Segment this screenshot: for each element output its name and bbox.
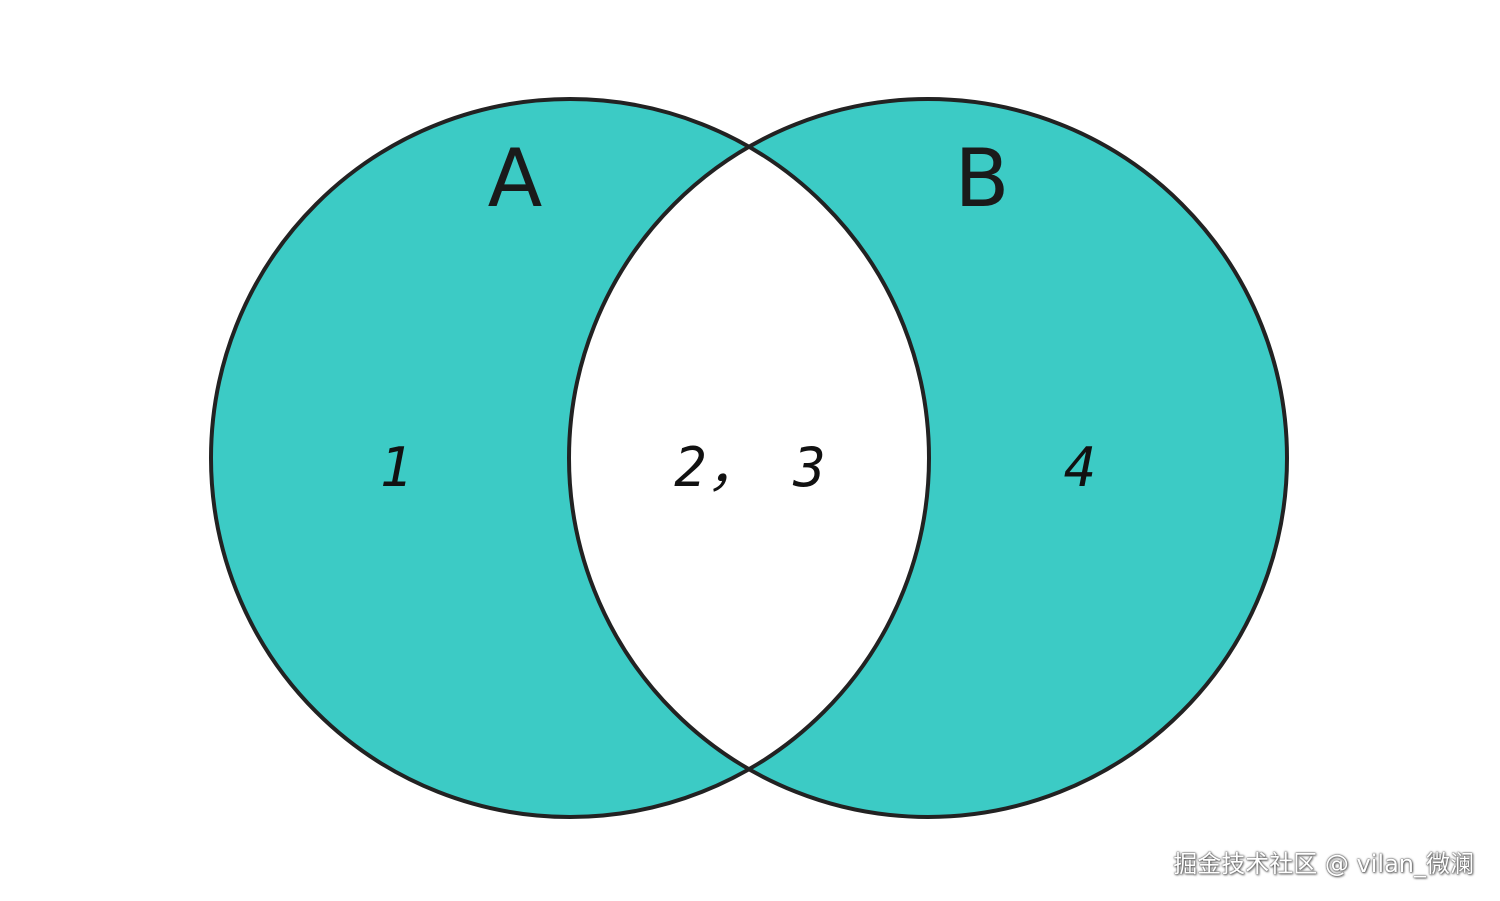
set-a-label: A (488, 132, 543, 225)
only-a-region-label: 1 (380, 436, 413, 499)
set-b-outline (567, 97, 1289, 819)
watermark: 掘金技术社区 @ vilan_微澜 (1173, 850, 1474, 878)
set-a-outline (209, 97, 931, 819)
set-b-label: B (955, 132, 1010, 225)
only-b-region-label: 4 (1064, 436, 1097, 499)
intersection-region-label: 2， 3 (674, 436, 826, 499)
